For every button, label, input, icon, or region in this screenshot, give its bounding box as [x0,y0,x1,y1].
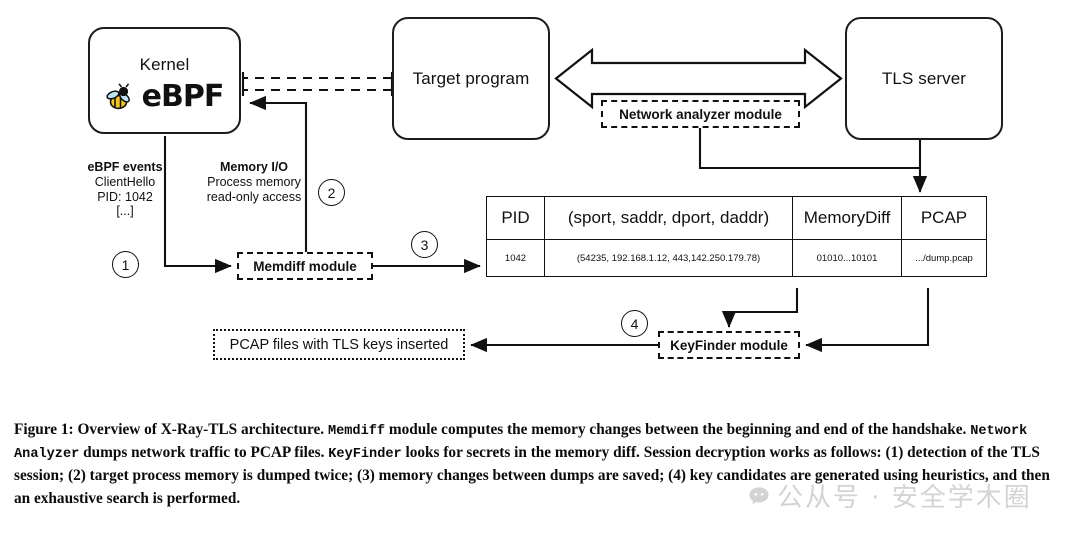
table-header-tuple: (sport, saddr, dport, daddr) [544,196,793,240]
module-memdiff: Memdiff module [237,252,373,280]
node-kernel: Kernel eBPF [88,27,241,134]
table-header-pcap: PCAP [901,196,987,240]
table-cell-pcap: .../dump.pcap [901,239,987,277]
ebpf-logo: eBPF [106,82,224,112]
annotation-ebpf-events-line1: ClientHello [94,174,156,189]
annotation-ebpf-events: eBPF events ClientHello PID: 1042 [...] [70,160,180,219]
annotation-ebpf-events-line3: [...] [116,204,134,219]
annotation-ebpf-events-title: eBPF events [87,160,163,174]
bee-icon [106,83,130,110]
node-tls-server: TLS server [845,17,1003,140]
caption-code-network-analyzer: Network Analyzer [14,424,1028,463]
dashed-pipe-target-to-kernel [241,72,394,96]
table-header-pid: PID [486,196,545,240]
caption-part-4: looks for secrets in the memory diff. Se… [14,444,1050,507]
wire-memorydiff-to-keyfinder [721,288,799,328]
wire-kernel-to-memdiff [163,136,232,274]
caption-code-memdiff: Memdiff [327,424,386,440]
wire-memdiff-to-kernel [249,95,308,252]
output-pcap-files: PCAP files with TLS keys inserted [213,329,465,360]
caption-part-1: Figure 1: Overview of X-Ray-TLS architec… [14,421,328,439]
annotation-ebpf-events-line2: PID: 1042 [97,189,153,204]
annotation-memory-io-line2: read-only access [206,189,302,204]
table-cell-pid: 1042 [486,239,545,277]
session-records-table: PID (sport, saddr, dport, daddr) MemoryD… [486,196,987,277]
caption-part-3: dumps network traffic to PCAP files. [79,444,329,462]
module-keyfinder: KeyFinder module [658,331,800,359]
node-target-program: Target program [392,17,550,140]
module-network-analyzer: Network analyzer module [601,100,800,128]
double-arrow-target-tls [554,47,843,110]
node-tls-server-label: TLS server [881,68,967,88]
table-header-row: PID (sport, saddr, dport, daddr) MemoryD… [486,196,987,240]
caption-code-keyfinder: KeyFinder [328,447,402,463]
ebpf-wordmark: eBPF [141,79,225,114]
table-cell-tuple: (54235, 192.168.1.12, 443,142.250.179.78… [544,239,793,277]
caption-part-2: module computes the memory changes betwe… [385,421,971,439]
annotation-memory-io-title: Memory I/O [219,160,289,174]
step-badge-2: 2 [318,179,345,206]
diagram-connectors [163,47,930,353]
wire-network-analyzer-to-table [698,128,928,193]
table-cell-memorydiff: 01010...10101 [792,239,902,277]
wire-pcap-to-keyfinder [805,288,930,353]
annotation-memory-io: Memory I/O Process memory read-only acce… [188,160,320,204]
node-target-program-label: Target program [412,68,530,88]
figure-caption: Figure 1: Overview of X-Ray-TLS architec… [14,419,1066,510]
table-row: 1042 (54235, 192.168.1.12, 443,142.250.1… [486,239,987,277]
annotation-memory-io-line1: Process memory [207,174,301,189]
architecture-diagram: Kernel eBPF Target program TLS server [70,17,1003,360]
table-header-memorydiff: MemoryDiff [792,196,902,240]
step-badge-3: 3 [411,231,438,258]
step-badge-1: 1 [112,251,139,278]
step-badge-4: 4 [621,310,648,337]
node-kernel-label: Kernel [139,55,190,74]
